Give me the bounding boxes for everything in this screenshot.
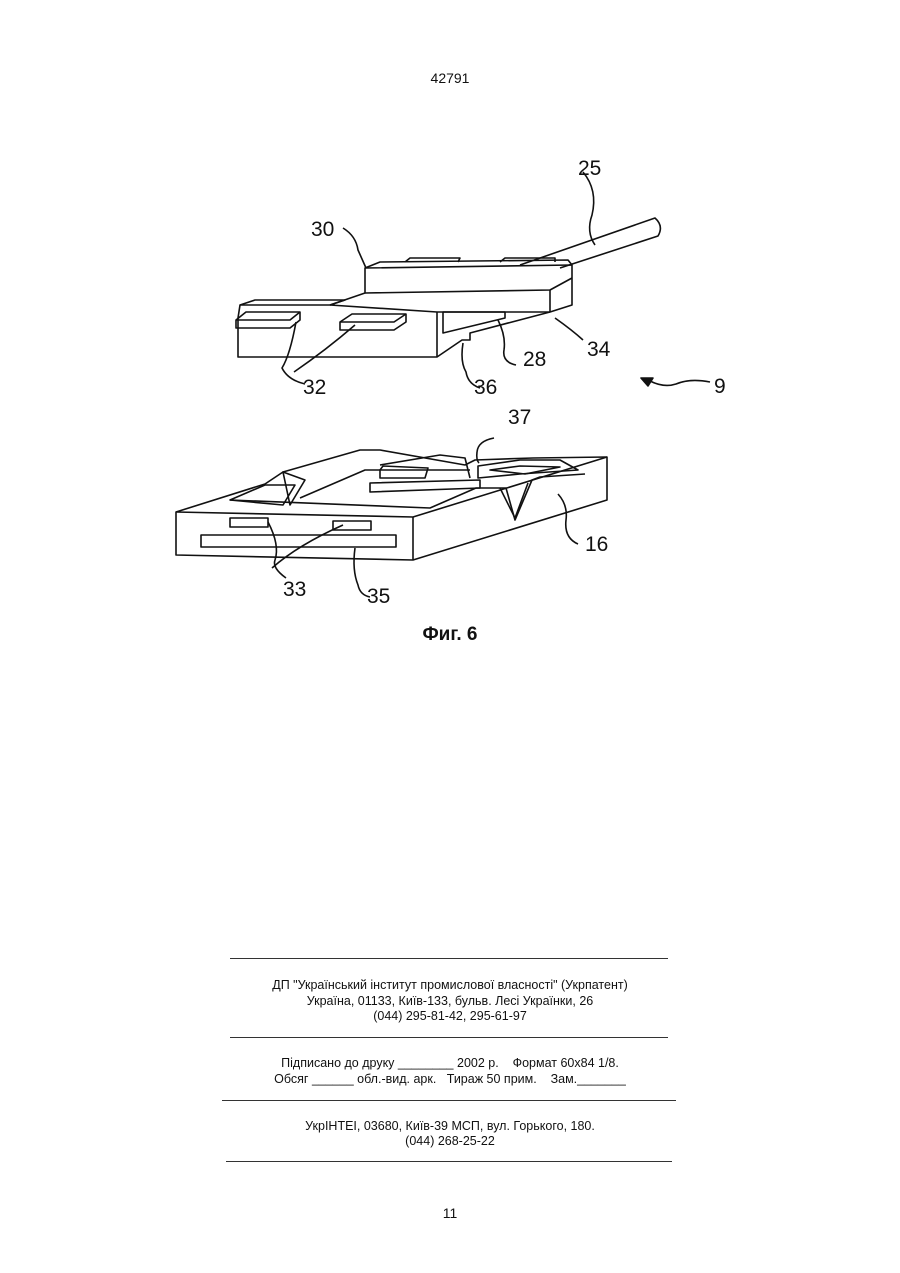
label-34: 34 (587, 338, 611, 361)
page-number: 11 (0, 1205, 900, 1221)
label-37: 37 (508, 406, 531, 429)
divider-4 (226, 1161, 672, 1162)
label-33: 33 (283, 578, 306, 601)
label-32: 32 (303, 376, 326, 399)
label-16: 16 (585, 533, 608, 556)
divider-2 (230, 1037, 668, 1038)
label-9: 9 (714, 375, 726, 398)
printer-line-1: УкрІНТЕІ, 03680, Київ-39 МСП, вул. Горьк… (0, 1118, 900, 1134)
label-30: 30 (311, 218, 334, 241)
publisher-line-2: Україна, 01133, Київ-133, бульв. Лесі Ук… (0, 993, 900, 1009)
label-35: 35 (367, 585, 390, 608)
publisher-line-3: (044) 295-81-42, 295-61-97 (0, 1008, 900, 1024)
upper-body (238, 265, 572, 357)
print-info-line-2: Обсяг ______ обл.-вид. арк. Тираж 50 при… (0, 1071, 900, 1087)
label-36: 36 (474, 376, 497, 399)
figure-caption: Фиг. 6 (0, 624, 900, 646)
print-info-line-1: Підписано до друку ________ 2002 р. Форм… (0, 1055, 900, 1071)
publisher-line-1: ДП "Український інститут промислової вла… (0, 977, 900, 993)
divider-3 (222, 1100, 676, 1101)
label-25: 25 (578, 157, 601, 180)
label-28: 28 (523, 348, 546, 371)
figure-6-drawing: 25 30 34 28 32 36 9 37 16 33 35 (0, 0, 900, 660)
divider-1 (230, 958, 668, 959)
printer-line-2: (044) 268-25-22 (0, 1133, 900, 1149)
